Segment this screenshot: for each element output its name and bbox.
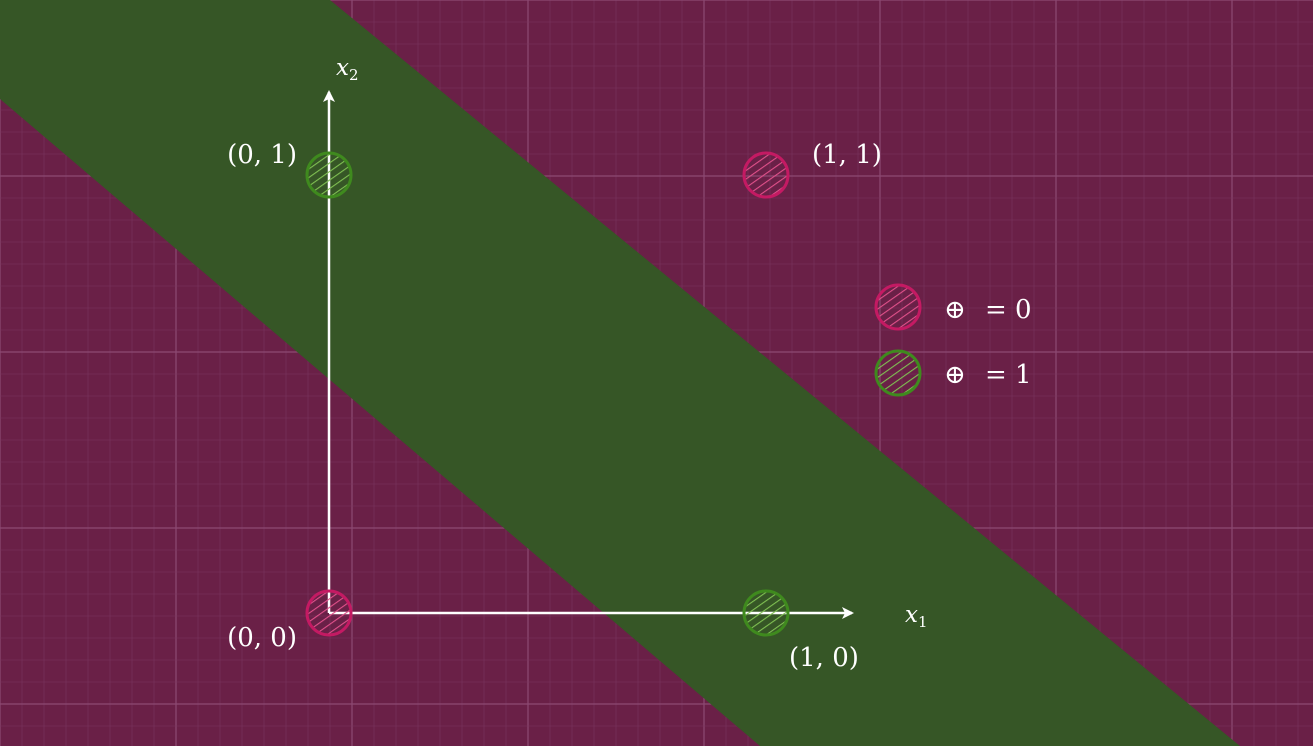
legend-symbol: ⊕	[944, 360, 966, 390]
data-point-label: (0, 0)	[227, 623, 297, 653]
x-axis-subscript: 1	[918, 613, 928, 631]
data-point-marker	[305, 151, 353, 199]
legend-symbol: ⊕	[944, 295, 966, 325]
data-point-label: (1, 0)	[789, 643, 859, 673]
legend-text: = 1	[985, 360, 1032, 390]
data-points: (0, 0) (0, 1) (1, 0) (1, 1)	[227, 140, 882, 673]
y-axis-label: x2	[336, 55, 359, 84]
legend-item-class-0: ⊕ = 0	[874, 283, 1032, 331]
legend-text: = 0	[985, 295, 1032, 325]
legend: ⊕ = 0 ⊕ = 1	[874, 283, 1032, 397]
data-point-label: (0, 1)	[227, 140, 297, 170]
data-point-marker	[305, 589, 353, 637]
legend-swatch-class-1	[874, 349, 922, 397]
x-axis-label: x1	[905, 602, 928, 631]
legend-item-class-1: ⊕ = 1	[874, 349, 1032, 397]
data-point-marker	[742, 151, 790, 199]
legend-swatch-class-0	[874, 283, 922, 331]
data-point-marker	[742, 589, 790, 637]
data-point-label: (1, 1)	[812, 140, 882, 170]
y-axis-subscript: 2	[349, 66, 359, 84]
